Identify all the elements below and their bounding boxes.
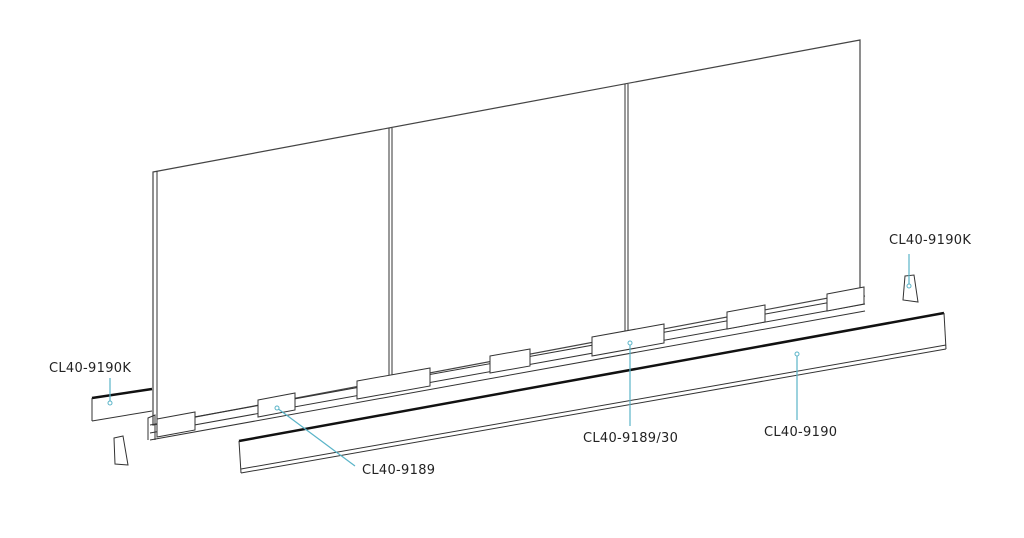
left-cover-piece bbox=[91, 387, 153, 422]
glass-panels bbox=[152, 39, 861, 426]
clamps bbox=[156, 286, 865, 438]
end-cap-left bbox=[113, 435, 129, 466]
cover-profile bbox=[238, 311, 947, 474]
label-end-cap-left: CL40-9190K bbox=[49, 361, 132, 376]
label-clamp-30: CL40-9189/30 bbox=[583, 431, 679, 446]
leader-lines bbox=[107, 254, 912, 467]
label-cover-profile: CL40-9190 bbox=[764, 425, 838, 440]
end-cap-right bbox=[902, 274, 919, 303]
label-end-cap-right: CL40-9190K bbox=[889, 233, 972, 248]
label-clamp: CL40-9189 bbox=[362, 463, 436, 478]
